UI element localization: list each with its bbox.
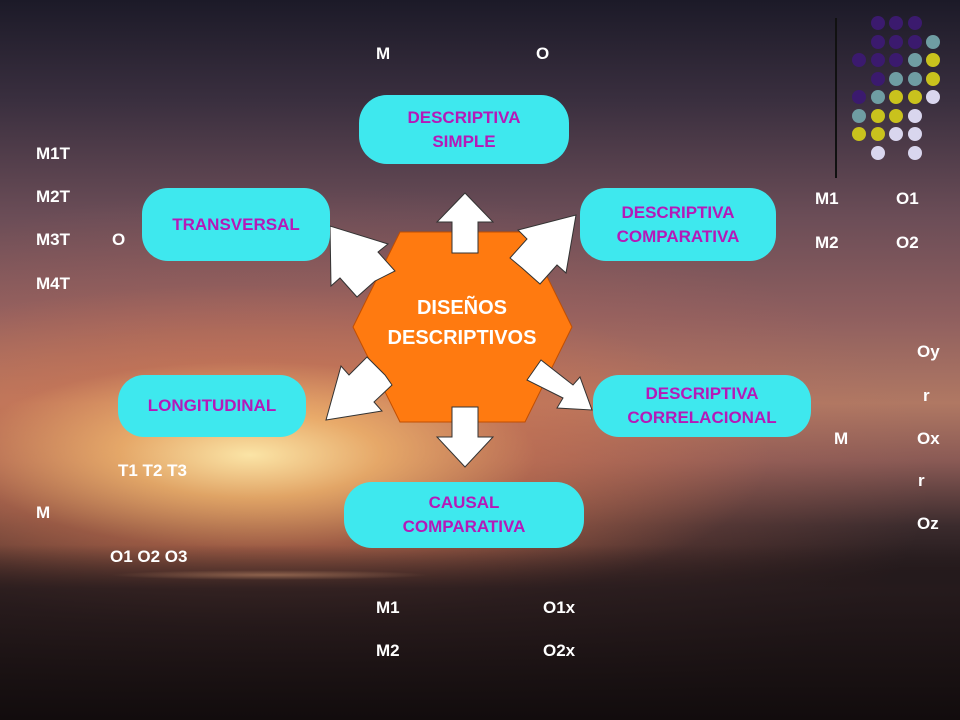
decorative-dot <box>926 90 940 104</box>
label-transversal-m2t: M2T <box>36 187 70 206</box>
node-longitudinal[interactable]: LONGITUDINAL <box>118 375 306 437</box>
node-transversal[interactable]: TRANSVERSAL <box>142 188 330 261</box>
decorative-dot <box>889 34 903 49</box>
label-causal-m2: M2 <box>376 641 400 660</box>
decorative-dot <box>870 16 885 30</box>
label-transversal-m4t: M4T <box>36 274 70 293</box>
arrow-lower-left <box>325 356 393 421</box>
decorative-dot <box>889 108 903 123</box>
decorative-dot <box>870 108 885 123</box>
decorative-dot <box>889 16 903 30</box>
node-causal-comparativa[interactable]: CAUSAL COMPARATIVA <box>344 482 584 548</box>
decorative-dot <box>852 90 866 104</box>
decorative-dot <box>907 71 922 86</box>
decorative-dot <box>852 127 866 141</box>
decorative-dot <box>852 108 866 123</box>
decorative-dot <box>889 90 903 104</box>
label-comparativa-m2: M2 <box>815 233 839 252</box>
decorative-dot <box>870 127 885 141</box>
label-correlacional-r1: r <box>923 386 930 405</box>
label-correlacional-m: M <box>834 429 849 448</box>
arrow-upper-right <box>509 214 577 285</box>
node-descriptiva-comparativa[interactable]: DESCRIPTIVA COMPARATIVA <box>580 188 776 261</box>
decorative-dot <box>889 71 903 86</box>
decorative-dot <box>870 145 885 160</box>
label-longitudinal-times: T1 T2 T3 <box>118 461 187 480</box>
decorative-dot <box>907 108 922 123</box>
decorative-dot <box>926 71 940 86</box>
label-causal-o1x: O1x <box>543 598 576 617</box>
label-simple-m: M <box>376 44 391 63</box>
decorative-dot <box>907 90 922 104</box>
decorative-dot <box>870 90 885 104</box>
label-comparativa-m1: M1 <box>815 189 839 208</box>
label-transversal-m3t: M3T <box>36 230 70 249</box>
decorative-dot <box>907 127 922 141</box>
label-comparativa-o1: O1 <box>896 189 919 208</box>
center-title: DISEÑOS DESCRIPTIVOS <box>387 297 537 349</box>
decorative-dot <box>926 34 940 49</box>
arrow-up <box>435 192 495 254</box>
decorative-dot <box>907 53 922 67</box>
label-correlacional-r2: r <box>918 471 925 490</box>
node-descriptiva-simple[interactable]: DESCRIPTIVA SIMPLE <box>359 95 569 164</box>
label-correlacional-oz: Oz <box>917 514 939 533</box>
sea-background <box>0 545 960 720</box>
label-correlacional-oy: Oy <box>917 342 940 361</box>
arrow-down <box>435 406 495 468</box>
label-transversal-o: O <box>112 230 126 249</box>
label-causal-o2x: O2x <box>543 641 576 660</box>
decorative-line <box>835 18 837 178</box>
decorative-dot <box>870 34 885 49</box>
label-causal-m1: M1 <box>376 598 400 617</box>
label-simple-o: O <box>536 44 550 63</box>
decorative-dot <box>907 34 922 49</box>
label-transversal-m1t: M1T <box>36 144 70 163</box>
label-longitudinal-m: M <box>36 503 51 522</box>
label-correlacional-ox: Ox <box>917 429 940 448</box>
node-descriptiva-correlacional[interactable]: DESCRIPTIVA CORRELACIONAL <box>593 375 811 437</box>
decorative-dot <box>852 53 866 67</box>
arrow-upper-left <box>329 225 396 298</box>
label-longitudinal-observations: O1 O2 O3 <box>110 547 188 566</box>
decorative-dot <box>907 145 922 160</box>
arrow-lower-right <box>526 359 593 411</box>
sun-reflection <box>110 570 430 580</box>
decorative-dot <box>889 127 903 141</box>
decorative-dot <box>907 16 922 30</box>
decorative-dot <box>870 71 885 86</box>
label-comparativa-o2: O2 <box>896 233 919 252</box>
decorative-dot <box>889 53 903 67</box>
decorative-dot <box>926 53 940 67</box>
decorative-dot <box>870 53 885 67</box>
